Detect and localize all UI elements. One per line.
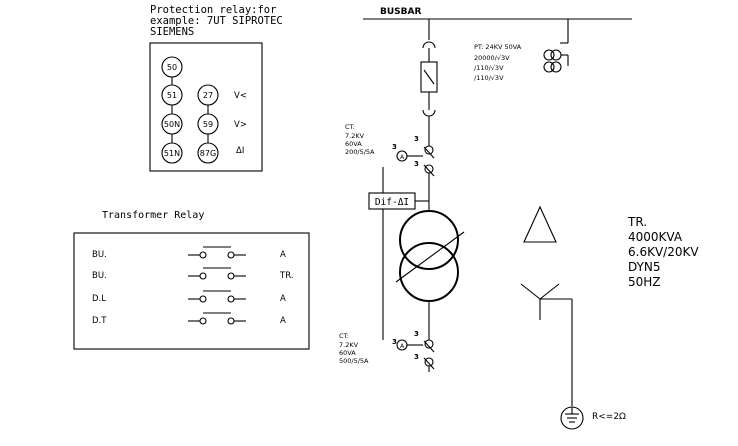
relay-side-label-overvoltage: V> xyxy=(234,120,247,130)
relay-row: D.L A xyxy=(92,290,286,304)
pt-primary: 20000/√3V xyxy=(474,54,510,62)
transformer-name: TR. xyxy=(627,215,647,229)
ct-top-burden: 60VA xyxy=(345,140,362,148)
ct-top-phase-count: 3 xyxy=(414,135,419,143)
relay-row: BU. A xyxy=(92,246,286,260)
relay-code-51n: 51N xyxy=(164,149,180,158)
relay-row-right-label: TR. xyxy=(279,271,294,281)
disconnect-bottom-arc xyxy=(422,109,436,117)
relay-side-label-differential: ΔI xyxy=(236,146,244,156)
ct-bottom-coil xyxy=(424,357,434,367)
pt-secondary-1: /110/√3V xyxy=(474,64,504,72)
ct-bottom-voltage: 7.2KV xyxy=(339,341,359,349)
contact-symbol xyxy=(188,246,246,259)
ct-top-phase-count: 3 xyxy=(392,143,397,151)
relay-row-right-label: A xyxy=(280,294,286,304)
ct-bottom-coil xyxy=(424,339,434,349)
ct-top-voltage: 7.2KV xyxy=(345,132,365,140)
relay-code-87g: 87G xyxy=(200,149,216,158)
relay-title-line2: example: 7UT SIPROTEC xyxy=(150,15,283,27)
ammeter-label: A xyxy=(400,343,405,350)
busbar-label: BUSBAR xyxy=(380,7,421,17)
ct-bottom-burden: 60VA xyxy=(339,349,356,357)
ct-top-label: CT: xyxy=(345,123,355,131)
disconnect-top-arc xyxy=(422,41,436,49)
relay-code-27: 27 xyxy=(203,91,213,100)
relay-title-line3: SIEMENS xyxy=(150,26,194,38)
pt-secondary-2: /110/√3V xyxy=(474,74,504,82)
transformer-primary-winding xyxy=(399,210,459,270)
relay-code-50: 50 xyxy=(167,63,177,72)
pt-winding xyxy=(550,61,562,73)
wye-symbol xyxy=(520,283,573,406)
protection-relay-block: Protection relay:for example: 7UT SIPROT… xyxy=(149,4,283,172)
potential-transformer: PT: 24KV 50VA 20000/√3V /110/√3V /110/√3… xyxy=(474,19,569,82)
contact-symbol xyxy=(188,312,246,325)
ct-bottom-label: CT: xyxy=(339,332,349,340)
current-transformer-bottom: CT: 7.2KV 60VA 500/5/5A 3 3 3 A xyxy=(339,330,435,370)
ct-top-ratio: 200/5/5A xyxy=(345,148,375,156)
tap-changer-arrow xyxy=(395,231,465,283)
main-feeder xyxy=(420,19,438,372)
ct-bottom-ratio: 500/5/5A xyxy=(339,357,369,365)
ct-bottom-phase-count: 3 xyxy=(414,353,419,361)
contact-symbol xyxy=(188,290,246,303)
relay-row-left-label: BU. xyxy=(92,271,107,281)
relay-code-circle xyxy=(161,142,183,164)
relay-code-circle xyxy=(197,142,219,164)
relay-title-line1: Protection relay:for xyxy=(150,4,276,16)
relay-box xyxy=(149,42,263,172)
transformer-power: 4000KVA xyxy=(628,230,683,244)
transformer-relay-block: Transformer Relay BU. A BU. TR. xyxy=(73,210,310,350)
pt-winding xyxy=(543,61,555,73)
power-transformer: TR. 4000KVA 6.6KV/20KV DYN5 50HZ xyxy=(395,205,699,406)
relay-row-left-label: BU. xyxy=(92,250,107,260)
ground-connection: R<=2Ω xyxy=(560,406,626,430)
pt-winding xyxy=(543,49,555,61)
relay-row: D.T A xyxy=(92,312,286,326)
ct-top-coil xyxy=(424,164,434,174)
transformer-secondary-winding xyxy=(399,242,459,302)
transformer-relay-title: Transformer Relay xyxy=(102,210,204,221)
relay-code-51: 51 xyxy=(167,91,177,100)
relay-row: BU. TR. xyxy=(92,267,294,281)
ct-bottom-phase-count: 3 xyxy=(414,330,419,338)
relay-row-right-label: A xyxy=(280,250,286,260)
relay-code-59: 59 xyxy=(203,120,213,129)
ground-resistance-label: R<=2Ω xyxy=(592,412,626,422)
ct-top-coil xyxy=(424,145,434,155)
differential-relay-label: Dif-ΔI xyxy=(375,197,409,208)
delta-symbol xyxy=(523,205,557,243)
relay-row-left-label: D.T xyxy=(92,316,107,326)
relay-code-50n: 50N xyxy=(164,120,180,129)
relay-side-label-undervoltage: V< xyxy=(234,91,247,101)
ammeter-label: A xyxy=(400,154,405,161)
contact-symbol xyxy=(188,267,246,280)
ct-top-phase-count: 3 xyxy=(414,160,419,168)
transformer-voltage: 6.6KV/20KV xyxy=(628,245,699,259)
transformer-relay-box xyxy=(73,232,310,350)
busbar: BUSBAR xyxy=(363,7,632,20)
relay-row-left-label: D.L xyxy=(92,294,106,304)
ct-bottom-phase-count: 3 xyxy=(392,338,397,346)
differential-relay: Dif-ΔI xyxy=(368,167,429,340)
pt-rating: PT: 24KV 50VA xyxy=(474,43,522,51)
transformer-vector-group: DYN5 xyxy=(628,260,661,274)
current-transformer-top: CT: 7.2KV 60VA 200/5/5A 3 3 3 A xyxy=(345,123,435,177)
transformer-frequency: 50HZ xyxy=(628,275,661,289)
relay-row-right-label: A xyxy=(280,316,286,326)
